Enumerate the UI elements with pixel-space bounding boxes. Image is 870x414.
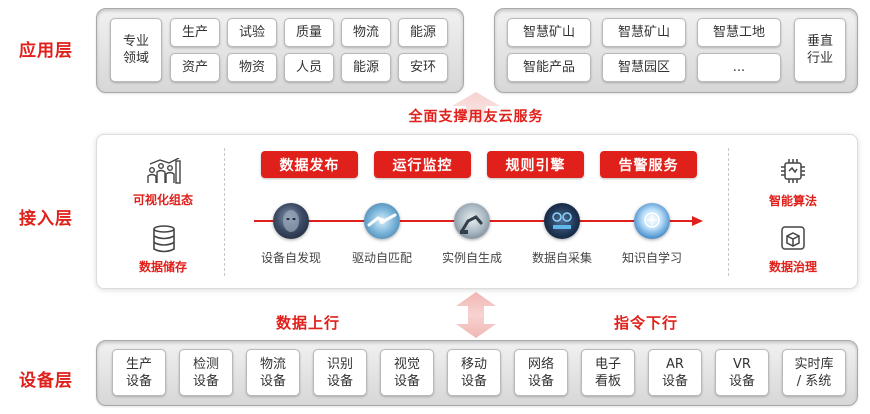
handshake-icon bbox=[364, 203, 400, 239]
layer-label-application: 应用层 bbox=[19, 41, 73, 61]
app-smart-chip[interactable]: 智慧园区 bbox=[602, 53, 686, 82]
app-smart-chip[interactable]: ... bbox=[697, 53, 781, 82]
data-publish-button[interactable]: 数据发布 bbox=[261, 151, 358, 178]
support-arrow-icon bbox=[452, 92, 500, 122]
data-up-label: 数据上行 bbox=[276, 314, 341, 332]
app-chip[interactable]: 人员 bbox=[284, 53, 334, 82]
app-smart-chip[interactable]: 智慧矿山 bbox=[507, 18, 591, 47]
step-label-5: 知识自学习 bbox=[621, 251, 682, 265]
app-chip[interactable]: 质量 bbox=[284, 18, 334, 47]
device-chip[interactable]: VR 设备 bbox=[715, 349, 769, 396]
app-smart-chip[interactable]: 智慧工地 bbox=[697, 18, 781, 47]
device-chip[interactable]: 移动 设备 bbox=[447, 349, 501, 396]
robot-arm-icon bbox=[454, 203, 490, 239]
step-label-1: 设备自发现 bbox=[260, 251, 321, 265]
step-label-4: 数据自采集 bbox=[531, 251, 592, 265]
data-cube-icon bbox=[781, 226, 805, 250]
app-domain-chip[interactable]: 专业 领域 bbox=[110, 18, 162, 82]
app-chip[interactable]: 生产 bbox=[170, 18, 220, 47]
database-icon bbox=[153, 225, 175, 253]
app-chip[interactable]: 能源 bbox=[398, 18, 448, 47]
layer-label-device: 设备层 bbox=[19, 371, 73, 391]
app-chip[interactable]: 能源 bbox=[341, 53, 391, 82]
step-label-3: 实例自生成 bbox=[441, 251, 502, 265]
device-chip[interactable]: 视觉 设备 bbox=[380, 349, 434, 396]
device-chip[interactable]: 识别 设备 bbox=[313, 349, 367, 396]
access-divider-right bbox=[728, 148, 729, 276]
app-chip[interactable]: 资产 bbox=[170, 53, 220, 82]
access-left-label-2: 数据储存 bbox=[138, 260, 187, 274]
bar-chart-people-icon bbox=[147, 158, 181, 184]
alarm-service-button[interactable]: 告警服务 bbox=[600, 151, 697, 178]
layer-label-access: 接入层 bbox=[19, 209, 73, 229]
app-smart-chip[interactable]: 智能产品 bbox=[507, 53, 591, 82]
step-label-2: 驱动自匹配 bbox=[351, 251, 412, 265]
device-chip[interactable]: 检测 设备 bbox=[179, 349, 233, 396]
app-smart-chip[interactable]: 智慧矿山 bbox=[602, 18, 686, 47]
access-right-label-1: 智能算法 bbox=[768, 194, 817, 208]
app-industry-chip[interactable]: 垂直 行业 bbox=[794, 18, 846, 82]
chip-icon bbox=[781, 159, 805, 183]
ai-brain-icon bbox=[634, 203, 670, 239]
device-chip[interactable]: 网络 设备 bbox=[514, 349, 568, 396]
device-chip[interactable]: 实时库 / 系统 bbox=[782, 349, 846, 396]
rule-engine-button[interactable]: 规则引擎 bbox=[487, 151, 584, 178]
access-right-label-2: 数据治理 bbox=[768, 260, 817, 274]
app-chip[interactable]: 物流 bbox=[341, 18, 391, 47]
command-down-label: 指令下行 bbox=[614, 314, 679, 332]
robot-face-icon bbox=[273, 203, 309, 239]
access-left-label-1: 可视化组态 bbox=[132, 193, 193, 207]
run-monitor-button[interactable]: 运行监控 bbox=[374, 151, 471, 178]
data-dashboard-icon bbox=[544, 203, 580, 239]
device-chip[interactable]: AR 设备 bbox=[648, 349, 702, 396]
device-chip[interactable]: 物流 设备 bbox=[246, 349, 300, 396]
access-divider-left bbox=[224, 148, 225, 276]
app-chip[interactable]: 物资 bbox=[227, 53, 277, 82]
app-chip[interactable]: 试验 bbox=[227, 18, 277, 47]
app-chip[interactable]: 安环 bbox=[398, 53, 448, 82]
bidirectional-arrow-icon bbox=[456, 292, 496, 338]
device-chip[interactable]: 电子 看板 bbox=[581, 349, 635, 396]
support-text: 全面支撑用友云服务 bbox=[408, 109, 544, 125]
device-chip[interactable]: 生产 设备 bbox=[112, 349, 166, 396]
